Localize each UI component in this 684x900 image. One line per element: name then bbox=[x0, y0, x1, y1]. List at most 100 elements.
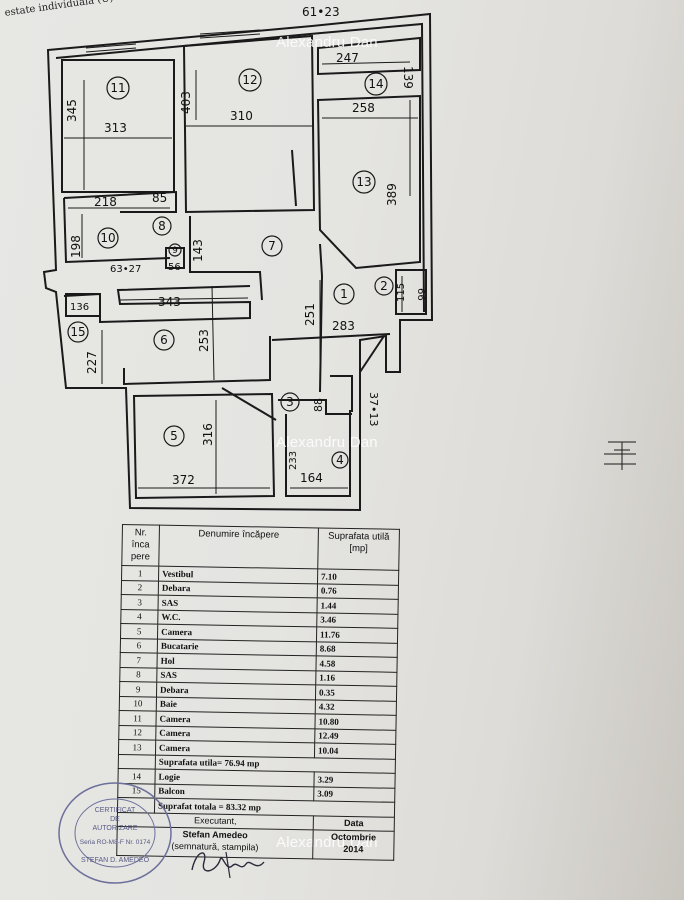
stamp-line5: STEFAN D. AMEDEO bbox=[81, 857, 150, 864]
stamp-line1: CERTIFICAT bbox=[95, 807, 136, 814]
row-number: 10 bbox=[119, 695, 157, 712]
room-6-circle bbox=[153, 329, 175, 351]
room-6-label: 6 bbox=[160, 333, 168, 347]
dim-253: 253 bbox=[197, 329, 211, 352]
room-13-circle bbox=[352, 170, 376, 194]
room-4-circle bbox=[331, 451, 349, 469]
room-4-wall-2 bbox=[330, 375, 353, 412]
room-1-label: 1 bbox=[340, 287, 348, 301]
floor-plan: 61•23 313 310 258 247 139 389 345 403 21… bbox=[42, 5, 636, 512]
door-swing-2 bbox=[359, 335, 385, 373]
row-number: 7 bbox=[120, 652, 158, 668]
room-12-wall bbox=[182, 34, 316, 214]
dim-258: 258 bbox=[352, 101, 375, 115]
room-9-wall bbox=[165, 247, 185, 269]
dim-313: 313 bbox=[104, 121, 127, 135]
data-label: Data bbox=[313, 815, 395, 832]
dim-164: 164 bbox=[300, 471, 323, 485]
room-2-circle bbox=[374, 276, 394, 296]
row-area: 12.49 bbox=[314, 728, 396, 745]
row-area: 11.76 bbox=[316, 626, 398, 643]
row-area: 3.29 bbox=[313, 771, 396, 788]
room-7-label: 7 bbox=[268, 239, 276, 253]
row-number: 13 bbox=[118, 739, 156, 755]
room-7-circle bbox=[261, 235, 283, 257]
room-14-wall bbox=[317, 36, 421, 76]
room-3-label: 3 bbox=[286, 395, 294, 409]
row-number: 2 bbox=[121, 580, 159, 596]
room-2-wall bbox=[395, 269, 427, 315]
room-2-label: 2 bbox=[380, 279, 388, 293]
dim-63: 63•27 bbox=[110, 264, 141, 275]
dim-251: 251 bbox=[303, 303, 317, 326]
row-area: 3.46 bbox=[316, 612, 398, 629]
row-area: 1.16 bbox=[315, 670, 397, 687]
dim-top: 61•23 bbox=[302, 5, 340, 19]
room-4-wall bbox=[285, 410, 351, 497]
room-5-wall bbox=[132, 392, 276, 500]
dim-310: 310 bbox=[230, 109, 253, 123]
row-area: 10.04 bbox=[314, 742, 396, 759]
dim-56: 56 bbox=[168, 262, 181, 273]
row-area: 0.35 bbox=[315, 684, 397, 701]
room-14-circle bbox=[364, 72, 388, 96]
dim-66: 66 bbox=[415, 288, 426, 301]
room-8-circle bbox=[152, 216, 172, 236]
row-area: 0.76 bbox=[317, 583, 399, 600]
dim-343: 343 bbox=[158, 295, 181, 309]
dim-372: 372 bbox=[172, 473, 195, 487]
room-12-circle bbox=[238, 68, 262, 92]
row-area: 4.58 bbox=[315, 655, 398, 672]
room-15-wall bbox=[65, 293, 101, 317]
watermark-bottom: Alexandru Dan bbox=[276, 834, 378, 851]
room-11-circle bbox=[106, 76, 130, 100]
room-13-wall bbox=[316, 94, 421, 270]
window-mark bbox=[85, 43, 137, 53]
room-11-label: 11 bbox=[110, 81, 125, 95]
room-10-circle bbox=[97, 227, 119, 249]
row-area: 10.80 bbox=[314, 713, 397, 730]
dim-218: 218 bbox=[94, 195, 117, 209]
room-6-wall-2 bbox=[123, 336, 271, 386]
door-swing-3 bbox=[221, 387, 277, 421]
dim-283: 283 bbox=[332, 319, 355, 333]
dim-line-343 bbox=[119, 297, 249, 301]
ruler-marks bbox=[604, 441, 636, 465]
dim-345: 345 bbox=[65, 99, 79, 122]
room-12-label: 12 bbox=[242, 73, 257, 87]
row-area: 1.44 bbox=[316, 597, 399, 614]
dim-line-247 bbox=[321, 61, 411, 65]
room-10-wall bbox=[63, 190, 177, 213]
dim-37: 37•13 bbox=[367, 392, 380, 426]
row-number: 4 bbox=[120, 608, 159, 625]
dim-85: 85 bbox=[152, 191, 167, 205]
dim-403: 403 bbox=[179, 91, 193, 114]
row-number: 9 bbox=[119, 681, 157, 697]
row-number: 11 bbox=[118, 710, 157, 726]
room-7-wall-2 bbox=[319, 243, 323, 277]
room-9-label: 9 bbox=[172, 246, 178, 256]
row-area: 3.09 bbox=[313, 786, 395, 803]
room-10-label: 10 bbox=[100, 231, 115, 245]
room-11-wall bbox=[61, 59, 175, 193]
dim-198: 198 bbox=[69, 235, 83, 258]
room-3-circle bbox=[280, 392, 300, 412]
outer-wall bbox=[42, 12, 434, 512]
date-year: 2014 bbox=[343, 843, 364, 855]
window-mark-2 bbox=[199, 29, 261, 39]
dim-233: 233 bbox=[288, 451, 299, 470]
room-14-label: 14 bbox=[368, 77, 383, 91]
dim-139: 139 bbox=[401, 66, 415, 89]
room-4-label: 4 bbox=[336, 453, 344, 467]
dim-247: 247 bbox=[336, 51, 359, 65]
room-5-label: 5 bbox=[170, 429, 178, 443]
room-8-label: 8 bbox=[158, 219, 166, 233]
stamp-line2: DE bbox=[110, 816, 120, 823]
stamp-line4: Seria RO-M8-F Nr. 0174 bbox=[80, 839, 151, 846]
dim-143: 143 bbox=[191, 239, 205, 262]
dim-line-283 bbox=[271, 333, 389, 341]
row-area: 8.68 bbox=[316, 641, 398, 658]
row-number: 5 bbox=[120, 623, 158, 639]
dim-88: 88 bbox=[312, 398, 325, 412]
